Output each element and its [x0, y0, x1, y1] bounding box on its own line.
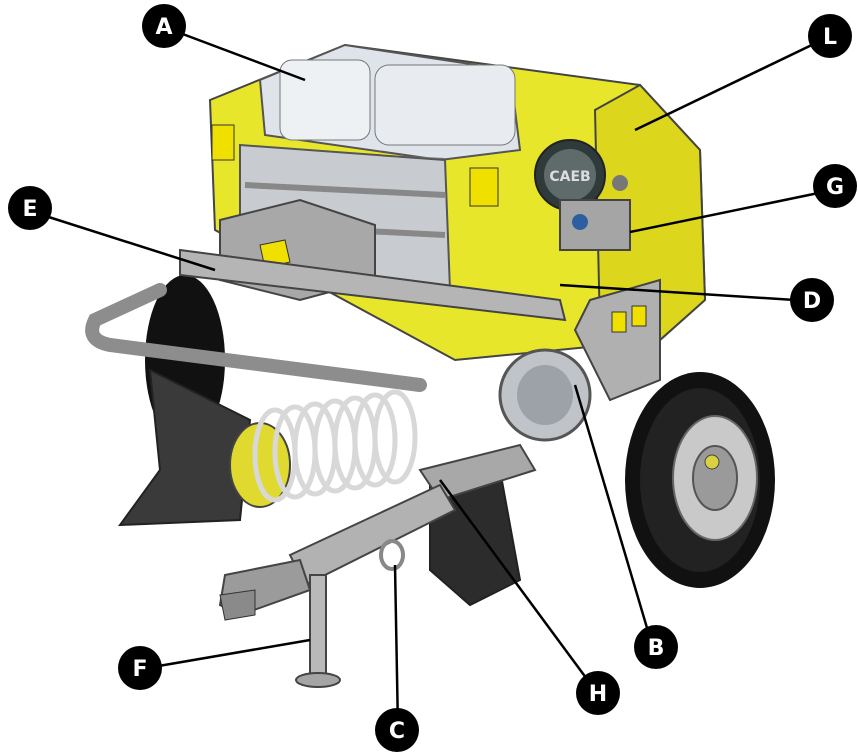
callout-e: E: [8, 186, 52, 230]
drive-housing: [498, 175, 661, 442]
callout-l: L: [808, 14, 852, 58]
svg-text:CAEB: CAEB: [549, 169, 590, 185]
callout-c-text: C: [389, 719, 405, 744]
callout-f: F: [118, 646, 162, 690]
callout-c: C: [375, 708, 419, 752]
right-wheel: [625, 372, 775, 588]
callout-a: A: [142, 4, 186, 48]
callout-h: H: [576, 671, 620, 715]
callout-b-text: B: [648, 636, 665, 661]
drawbar: [218, 443, 537, 688]
callout-h-text: H: [589, 682, 607, 707]
leader-lines: [32, 28, 834, 731]
callout-l-text: L: [823, 25, 837, 50]
callout-a-text: A: [155, 15, 172, 40]
frame-bar: [85, 248, 567, 392]
callout-e-text: E: [22, 197, 37, 222]
pickup-unit: [117, 368, 522, 607]
callout-g: G: [813, 164, 857, 208]
callout-g-text: G: [826, 175, 844, 200]
callout-f-text: F: [132, 657, 147, 682]
callout-d-text: D: [803, 289, 821, 314]
callout-b: B: [634, 625, 678, 669]
callout-d: D: [790, 278, 834, 322]
